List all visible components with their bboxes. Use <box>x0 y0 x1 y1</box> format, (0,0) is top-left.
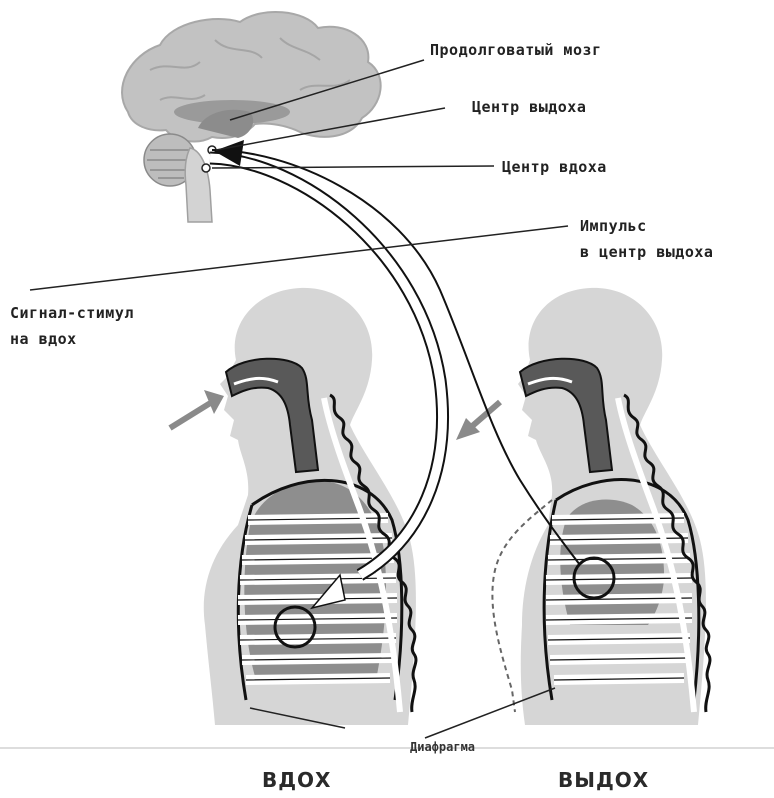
label-exhale-center: Центр выдоха <box>472 97 586 118</box>
label-diaphragm: Диафрагма <box>410 740 475 754</box>
label-impulse-line2: в центр выдоха <box>580 242 713 263</box>
caption-exhale: ВЫДОХ <box>558 768 649 792</box>
label-signal-line2: на вдох <box>10 329 77 350</box>
label-signal-line1: Сигнал-стимул <box>10 303 134 324</box>
inhale-figure <box>170 288 416 725</box>
brain <box>122 12 381 222</box>
label-inhale-center: Центр вдоха <box>502 157 607 178</box>
label-medulla: Продолговатый мозг <box>430 40 602 61</box>
caption-inhale: ВДОХ <box>262 768 331 792</box>
label-impulse-line1: Импульс <box>580 216 647 237</box>
exhale-figure <box>456 288 710 725</box>
